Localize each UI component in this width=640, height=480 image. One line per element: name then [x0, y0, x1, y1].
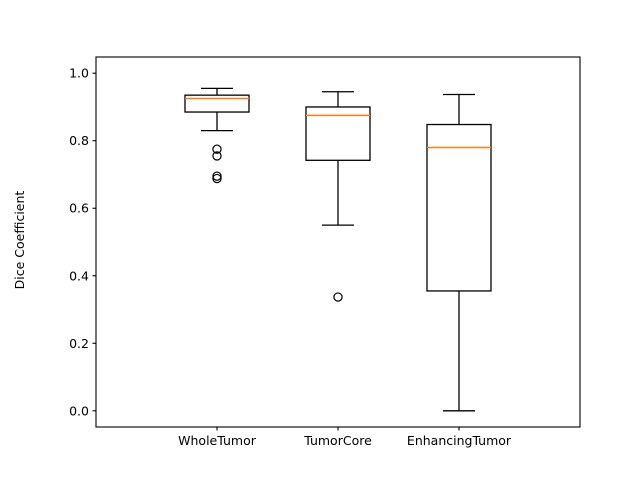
outlier-point: [212, 151, 222, 161]
y-tick-label: 0.0: [69, 403, 89, 418]
x-tick-label-wholetumor: WholeTumor: [178, 433, 257, 448]
y-tick-label: 0.6: [69, 201, 89, 216]
x-tick-label-tumorcore: TumorCore: [303, 433, 372, 448]
box-wholetumor: [184, 87, 250, 184]
box-body: [184, 94, 250, 113]
outlier-point: [333, 292, 343, 302]
axes-frame: [95, 56, 581, 428]
box-tumorcore: [305, 91, 371, 302]
y-tick-label: 0.2: [69, 336, 89, 351]
outlier-point: [212, 173, 222, 184]
y-tick-label: 1.0: [69, 66, 89, 81]
plot-area-border: [95, 56, 581, 428]
box-body: [305, 106, 371, 161]
y-tick-label: 0.4: [69, 268, 89, 283]
box-enhancingtumor: [426, 93, 492, 412]
box-series: [184, 87, 492, 412]
x-tick-label-enhancingtumor: EnhancingTumor: [407, 433, 512, 448]
x-axis-ticks: WholeTumor TumorCore EnhancingTumor: [178, 427, 512, 448]
y-tick-label: 0.8: [69, 133, 89, 148]
outlier-point: [212, 171, 222, 181]
outlier-point: [212, 144, 222, 154]
y-axis-ticks: 0.0 0.2 0.4 0.6 0.8 1.0: [69, 66, 96, 418]
box-body: [426, 123, 492, 292]
y-axis-label: Dice Coefficient: [12, 191, 27, 290]
